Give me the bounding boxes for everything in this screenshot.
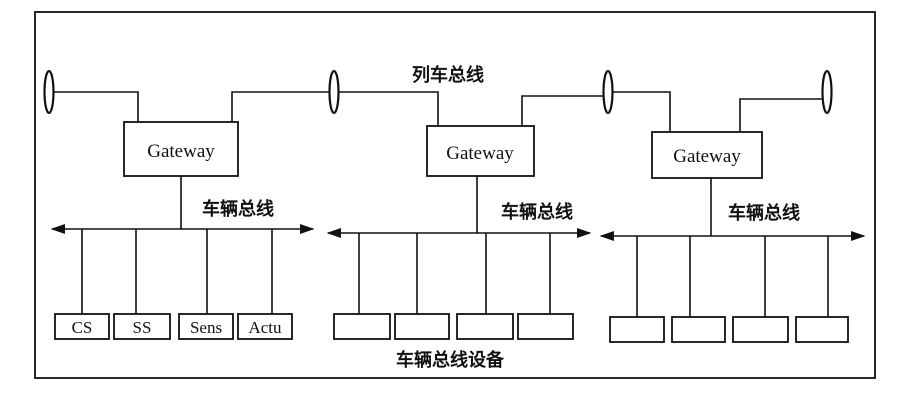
train-bus-coupler-1 xyxy=(328,69,340,115)
device-label-actu: Actu xyxy=(248,318,282,337)
train-bus-line-3a xyxy=(613,91,671,132)
gateway-label: Gateway xyxy=(446,143,514,164)
device-box xyxy=(732,316,789,343)
devices-label: 车辆总线设备 xyxy=(396,349,505,371)
device-box xyxy=(394,313,450,340)
train-bus-line-1a xyxy=(54,91,139,122)
outer-frame xyxy=(34,11,876,379)
train-bus-line-2b xyxy=(521,95,603,126)
device-box xyxy=(54,313,110,340)
device-sens: Sens xyxy=(178,313,234,340)
train-bus-label: 列车总线 xyxy=(412,64,484,86)
device-box xyxy=(671,316,726,343)
device-box xyxy=(333,313,391,340)
device-box xyxy=(113,313,171,340)
device-cs: CS xyxy=(54,313,110,340)
device-box xyxy=(456,313,514,340)
gateway-node-2: Gateway xyxy=(426,125,535,177)
train-bus-terminator-left xyxy=(43,69,55,115)
gateway-box xyxy=(651,131,763,179)
vehicle-bus-label-3: 车辆总线 xyxy=(728,202,800,224)
vehicle-bus-label-1: 车辆总线 xyxy=(202,198,274,220)
train-bus-line-3b xyxy=(739,98,822,132)
gateway-box xyxy=(426,125,535,177)
device-label-cs: CS xyxy=(72,318,93,337)
train-bus-terminator-right xyxy=(821,69,833,115)
train-bus-coupler-2 xyxy=(602,69,614,115)
device-label-ss: SS xyxy=(133,318,152,337)
gateway-label: Gateway xyxy=(147,141,215,162)
vehicle-bus-label-2: 车辆总线 xyxy=(501,201,573,223)
device-ss: SS xyxy=(113,313,171,340)
gateway-node-1: Gateway xyxy=(123,121,239,177)
device-box xyxy=(517,313,574,340)
device-actu: Actu xyxy=(237,313,293,340)
train-bus-line-2a xyxy=(339,91,439,126)
train-bus-line-1b xyxy=(231,91,329,122)
gateway-label: Gateway xyxy=(673,146,741,167)
device-box xyxy=(795,316,849,343)
gateway-node-3: Gateway xyxy=(651,131,763,179)
device-box xyxy=(609,316,665,343)
device-box xyxy=(237,313,293,340)
device-box xyxy=(178,313,234,340)
device-label-sens: Sens xyxy=(190,318,222,337)
